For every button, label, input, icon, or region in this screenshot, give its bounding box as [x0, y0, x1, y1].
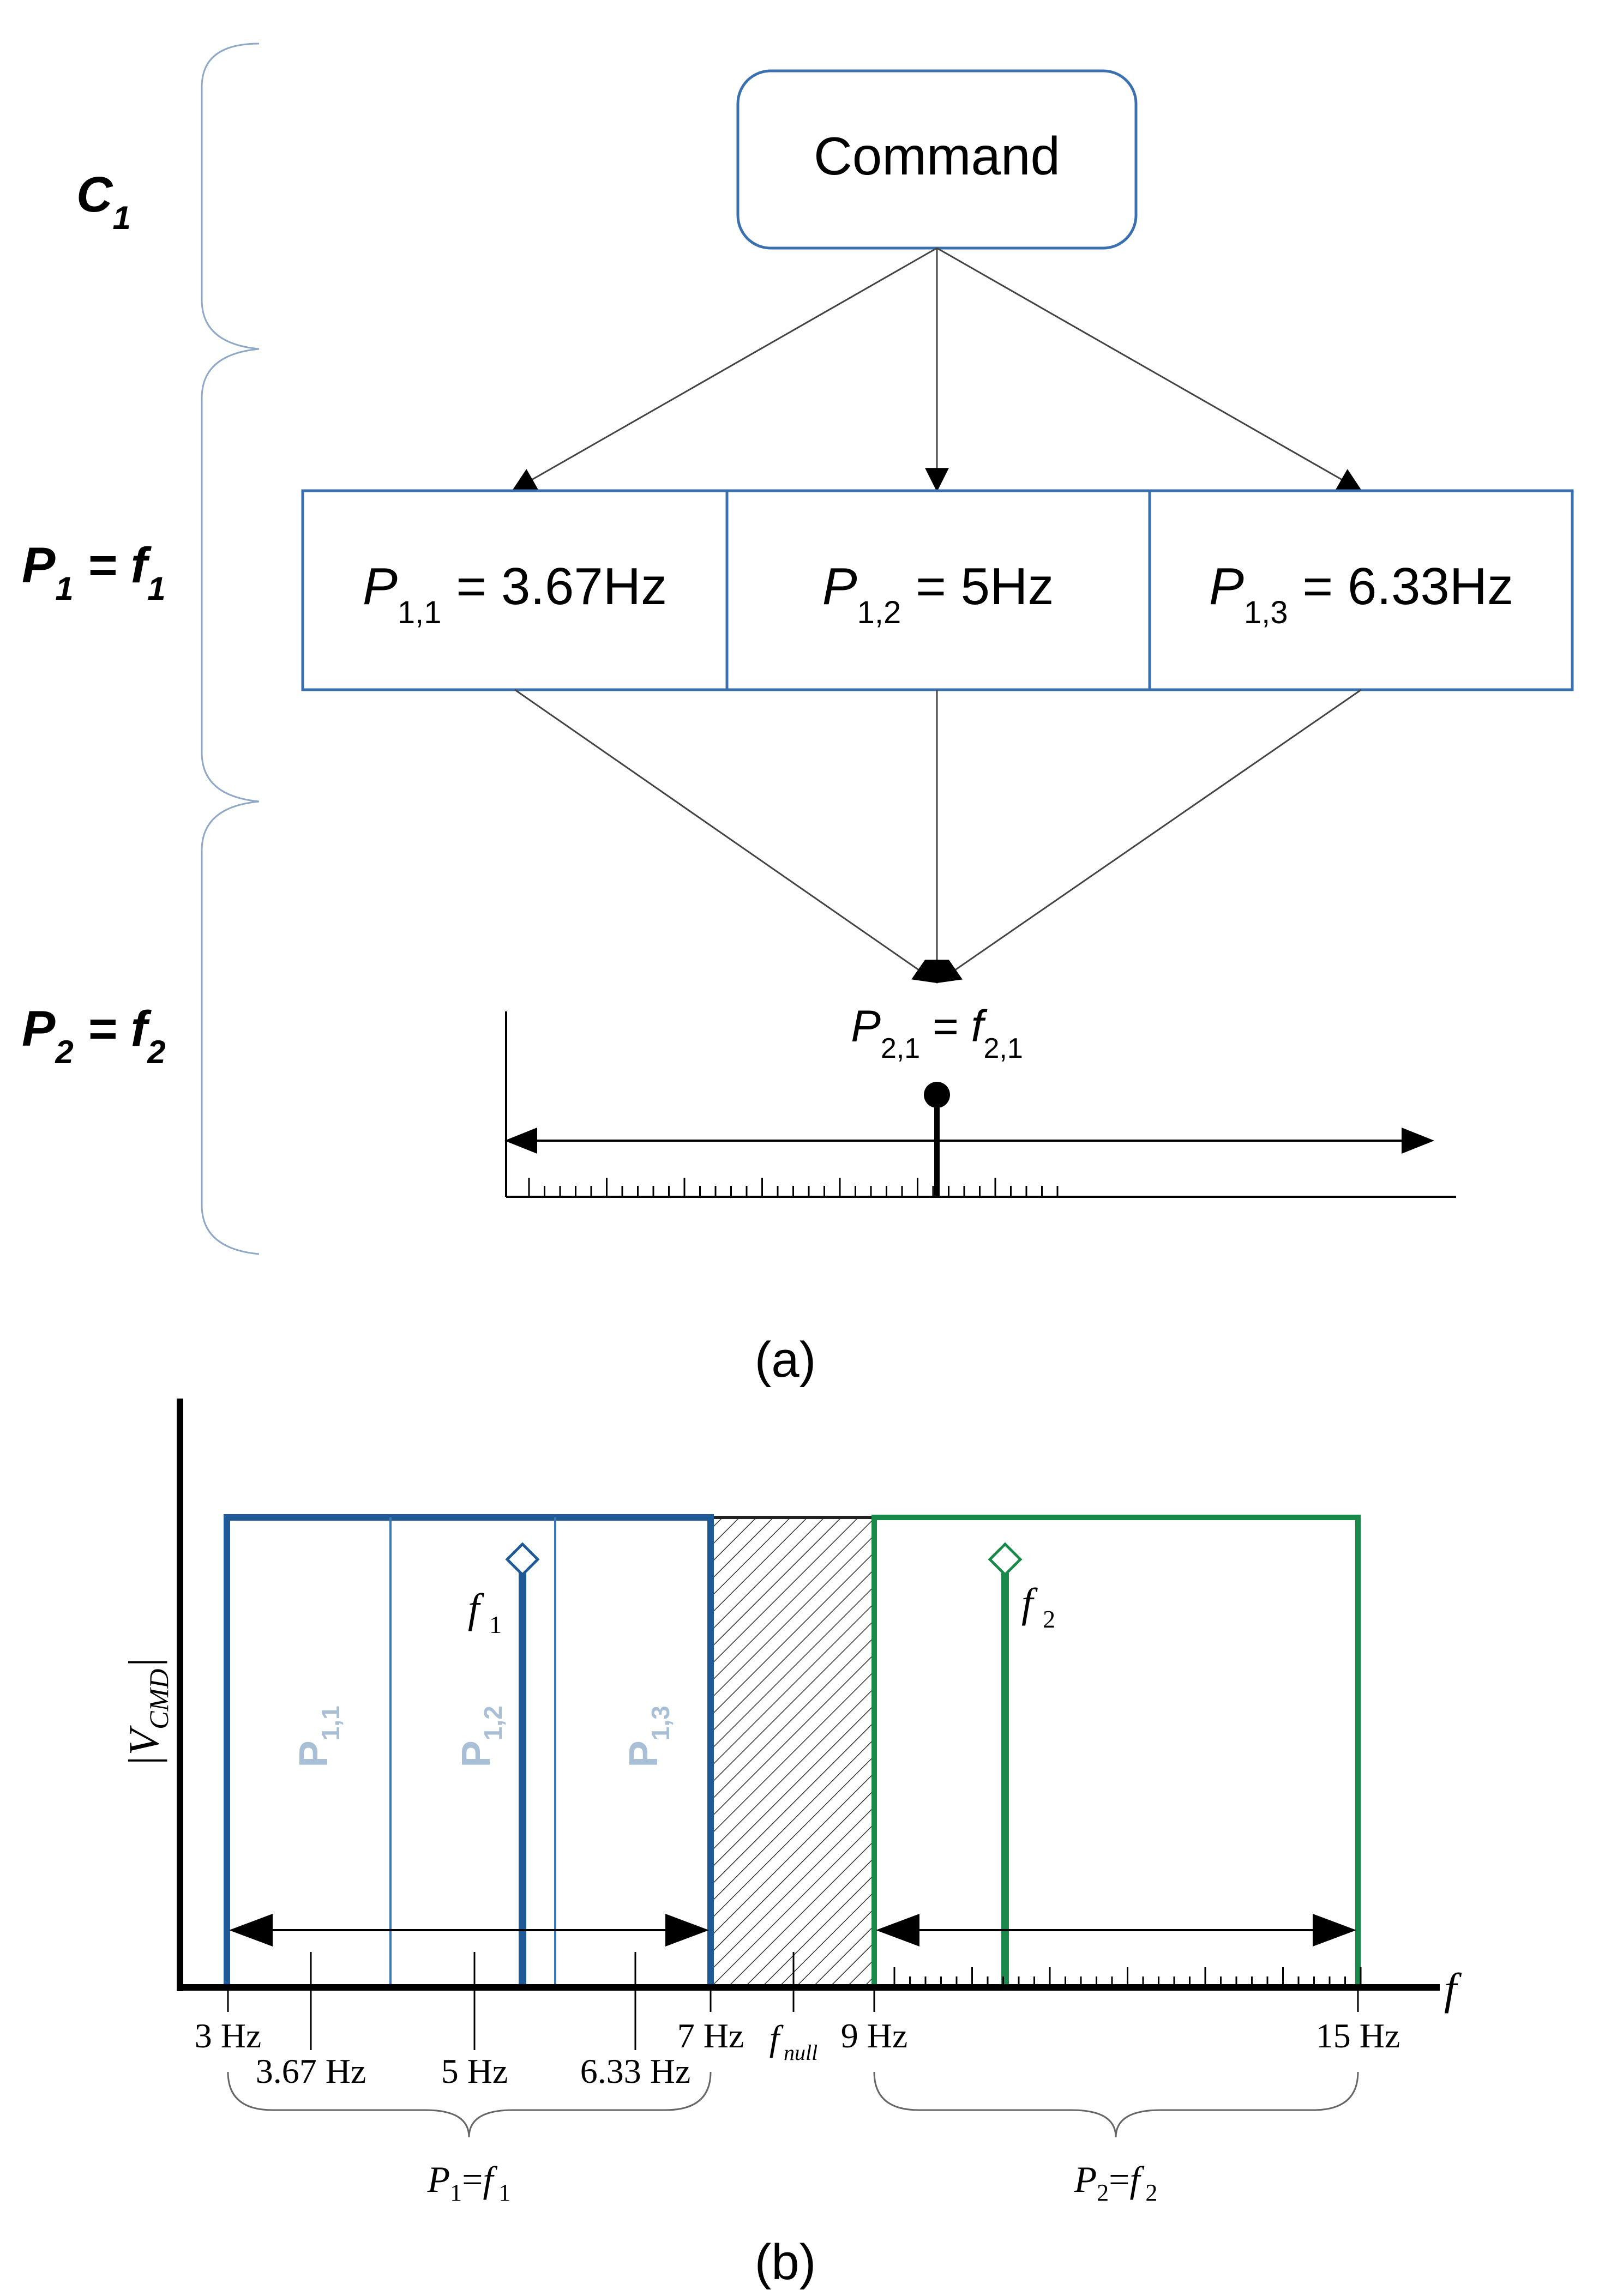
p2-frequency-box	[871, 1515, 1361, 1990]
svg-text:P1,3: P1,3	[621, 1706, 675, 1767]
level-label-p1: P1 = f1	[22, 538, 166, 607]
band-label-p13: P1,3	[621, 1706, 675, 1767]
tick-label-9hz: 9 Hz	[841, 2016, 908, 2055]
p1-range-arrowhead-right	[665, 1914, 709, 1947]
tick-label-15hz: 15 Hz	[1316, 2016, 1400, 2055]
svg-text:|VCMD|: |VCMD|	[120, 1657, 174, 1767]
tick-label-3hz: 3 Hz	[195, 2016, 262, 2055]
y-axis-label: |VCMD|	[120, 1657, 174, 1767]
p2-scale-ticks	[528, 1178, 1059, 1197]
brace-p2-bottom	[873, 2071, 1359, 2138]
caption-b: (b)	[755, 2234, 816, 2290]
arrow-command-to-p13	[936, 247, 1362, 492]
p13-label: P1,3 = 6.33Hz	[1209, 557, 1513, 630]
f1-diamond-marker	[505, 1542, 540, 1577]
level-label-c1: C1	[76, 167, 131, 236]
p11-box	[301, 489, 729, 691]
band-label-p11: P1,1	[291, 1706, 345, 1767]
command-label: Command	[814, 126, 1060, 186]
p11-label: P1,1 = 3.67Hz	[363, 557, 667, 630]
brace-p1-bottom	[227, 2071, 712, 2138]
p13-box	[1148, 489, 1574, 691]
arrow-command-to-p11	[512, 247, 937, 492]
x-axis-label: f	[1444, 1964, 1462, 2014]
level-label-p2: P2 = f2	[22, 1001, 166, 1070]
arrow-p11-to-p2	[514, 689, 938, 984]
tick-label-7hz: 7 Hz	[677, 2016, 744, 2055]
caption-a: (a)	[755, 1332, 816, 1388]
tick-label-5hz: 5 Hz	[441, 2052, 508, 2090]
p2-scale-arrowhead-left	[504, 1128, 537, 1154]
svg-text:P1,2: P1,2	[453, 1706, 507, 1767]
p21-label: P2,1 = f2,1	[851, 1002, 1023, 1064]
brace-p2	[201, 800, 260, 1255]
p12-box	[725, 489, 1151, 691]
panel-a: C1 P1 = f1 P2 = f2 Command P1,1 = 3.67Hz…	[22, 43, 1574, 1388]
brace-c1	[201, 43, 260, 350]
svg-text:P1,1: P1,1	[291, 1706, 345, 1767]
p2-minor-ticks	[893, 1967, 1362, 1987]
p1-range-arrowhead-left	[229, 1914, 273, 1947]
f2-diamond-marker	[988, 1542, 1023, 1577]
null-band	[709, 1516, 876, 1989]
p2-range-arrowhead-right	[1313, 1914, 1356, 1947]
band-label-p12: P1,2	[453, 1706, 507, 1767]
p2-stem-dot	[924, 1082, 950, 1108]
tick-label-633hz: 6.33 Hz	[580, 2052, 691, 2090]
p2-scale-arrowhead-right	[1402, 1128, 1434, 1154]
p12-label: P1,2 = 5Hz	[822, 557, 1054, 630]
tick-label-367hz: 3.67 Hz	[256, 2052, 366, 2090]
brace-p1	[201, 348, 260, 803]
p2-range-arrowhead-left	[876, 1914, 919, 1947]
arrow-p13-to-p2	[936, 689, 1362, 984]
